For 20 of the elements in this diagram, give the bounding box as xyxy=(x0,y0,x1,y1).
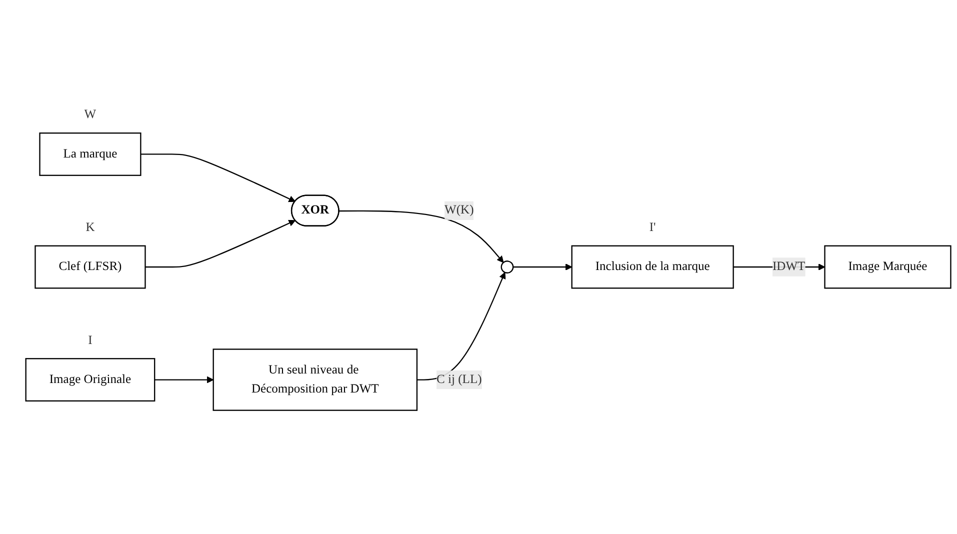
arrow xyxy=(339,210,504,263)
node-label: I xyxy=(88,334,92,347)
edge-label: IDWT xyxy=(772,260,806,274)
edge-label: W(K) xyxy=(444,204,474,217)
node-box: Image Originale xyxy=(25,358,156,402)
arrow xyxy=(154,376,214,384)
node-box: Image Marquée xyxy=(824,245,952,289)
node-box: Clef (LFSR) xyxy=(34,245,146,289)
node-label: I' xyxy=(649,220,656,234)
arrow xyxy=(140,154,296,202)
node-circle xyxy=(500,260,514,274)
node-label: K xyxy=(86,220,95,234)
arrow xyxy=(145,220,296,268)
node-box: La marque xyxy=(39,132,142,176)
arrow xyxy=(513,264,572,270)
node-label: W xyxy=(84,108,96,122)
node-box: Un seul niveau de Décomposition par DWT xyxy=(212,348,418,411)
arrow xyxy=(416,272,506,380)
edge-label: C ij (LL) xyxy=(436,372,482,386)
node-box: Inclusion de la marque xyxy=(571,245,734,289)
